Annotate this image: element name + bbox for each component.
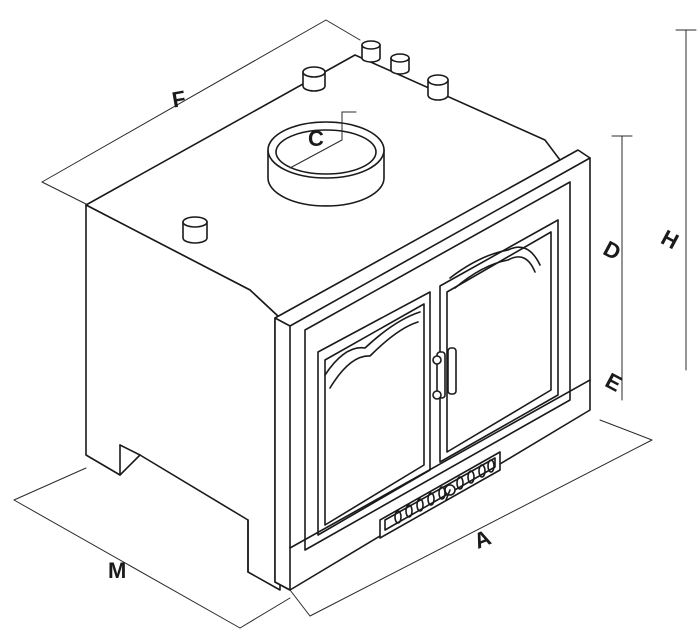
front-inner-border [304, 181, 571, 551]
pipe-stub-4 [427, 74, 449, 101]
door-handle-icon [432, 347, 457, 400]
label-c: C [308, 126, 324, 151]
left-door [317, 291, 431, 536]
label-m: M [108, 558, 126, 583]
left-foot [119, 444, 249, 573]
vent-slots [394, 459, 495, 524]
dimension-d: D [599, 135, 633, 371]
pipe-stub-2 [361, 40, 381, 63]
dimension-m: M [13, 467, 291, 629]
label-a: A [470, 525, 494, 554]
dimension-f: F [41, 19, 361, 206]
label-f: F [170, 86, 188, 113]
dimension-e: E [601, 368, 626, 401]
air-vent [379, 451, 501, 539]
front-frame-edge [274, 317, 291, 591]
flue-collar: C [267, 111, 385, 207]
label-h: H [657, 225, 683, 255]
pipe-stub-5 [182, 216, 208, 244]
label-d: D [599, 236, 625, 266]
right-door [439, 219, 559, 463]
dimension-h: H [657, 29, 697, 371]
vent-knob-icon [444, 484, 456, 501]
pipe-stub-1 [302, 66, 326, 92]
pipe-stub-3 [390, 53, 410, 75]
